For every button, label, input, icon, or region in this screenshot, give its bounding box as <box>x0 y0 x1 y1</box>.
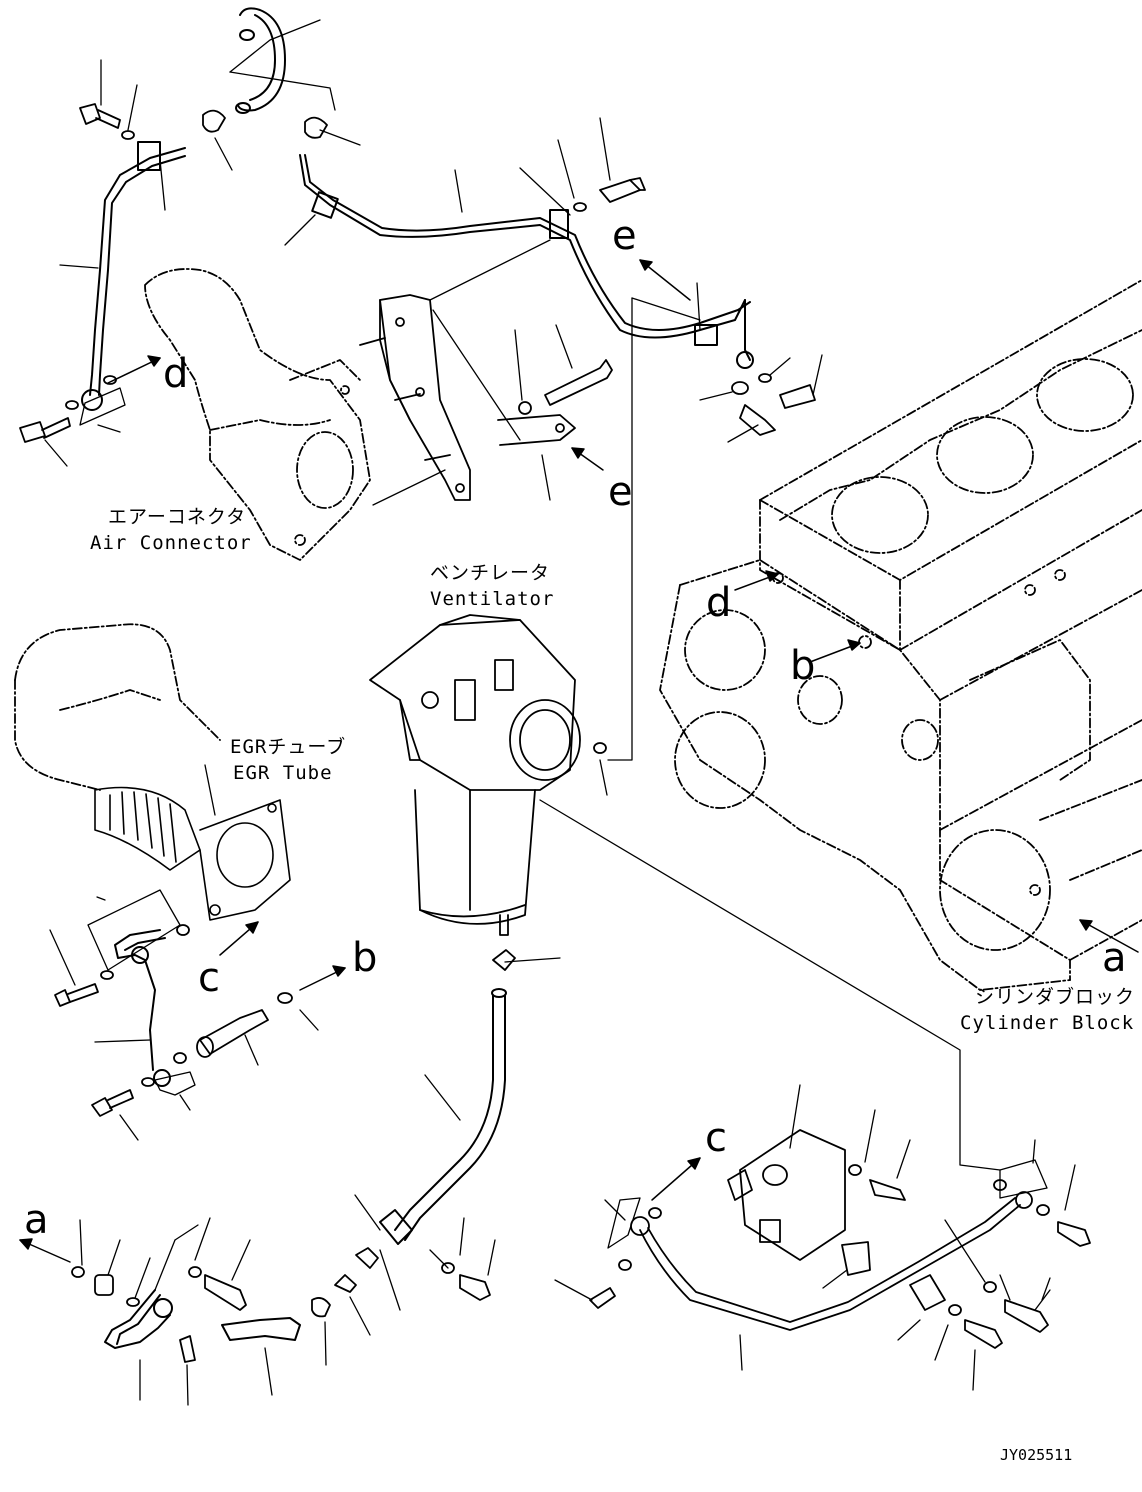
drawing-code: JY025511 <box>1000 1446 1073 1464</box>
ventilator-hose <box>379 988 507 1245</box>
ref-letter-a: a <box>24 1197 49 1243</box>
air-connector-label-en: Air Connector <box>90 532 252 554</box>
ref-letter-c: c <box>198 955 220 1001</box>
egr-side-pipe <box>114 929 171 1087</box>
lower-left-pipe <box>104 1289 301 1349</box>
ref-letter-a: a <box>1102 935 1127 981</box>
mounting-bracket <box>359 294 576 501</box>
air-connector <box>144 268 371 561</box>
direction-arrows <box>19 259 1139 1263</box>
ref-letter-e: e <box>608 469 633 515</box>
ref-letter-b: b <box>352 935 378 981</box>
ventilator <box>369 614 581 971</box>
left-pipe <box>81 141 186 411</box>
hose-top <box>235 7 286 114</box>
cylinder-block-label-en: Cylinder Block <box>960 1012 1135 1034</box>
ventilator-label-jp: ベンチレータ <box>430 562 551 584</box>
ventilator-label-en: Ventilator <box>430 588 555 610</box>
fasteners <box>19 103 1091 1363</box>
air-connector-label-jp: エアーコネクタ <box>108 506 247 528</box>
cylinder-block-label-jp: シリンダブロック <box>975 986 1136 1008</box>
ref-letter-d: d <box>706 580 732 626</box>
egr-tube-label-en: EGR Tube <box>233 762 333 784</box>
top-pipe <box>299 154 754 369</box>
ref-letter-d: d <box>163 351 189 397</box>
ref-letter-b: b <box>790 643 816 689</box>
egr-tube-bellows <box>94 786 291 921</box>
cylinder-block <box>659 279 1142 991</box>
ref-letter-e: e <box>612 213 637 259</box>
lower-right-assembly <box>630 1129 1033 1331</box>
egr-tube <box>14 623 221 791</box>
egr-tube-label-jp: EGRチューブ <box>230 736 347 758</box>
ref-letter-c: c <box>705 1115 727 1161</box>
leader-lines <box>44 19 1076 1406</box>
